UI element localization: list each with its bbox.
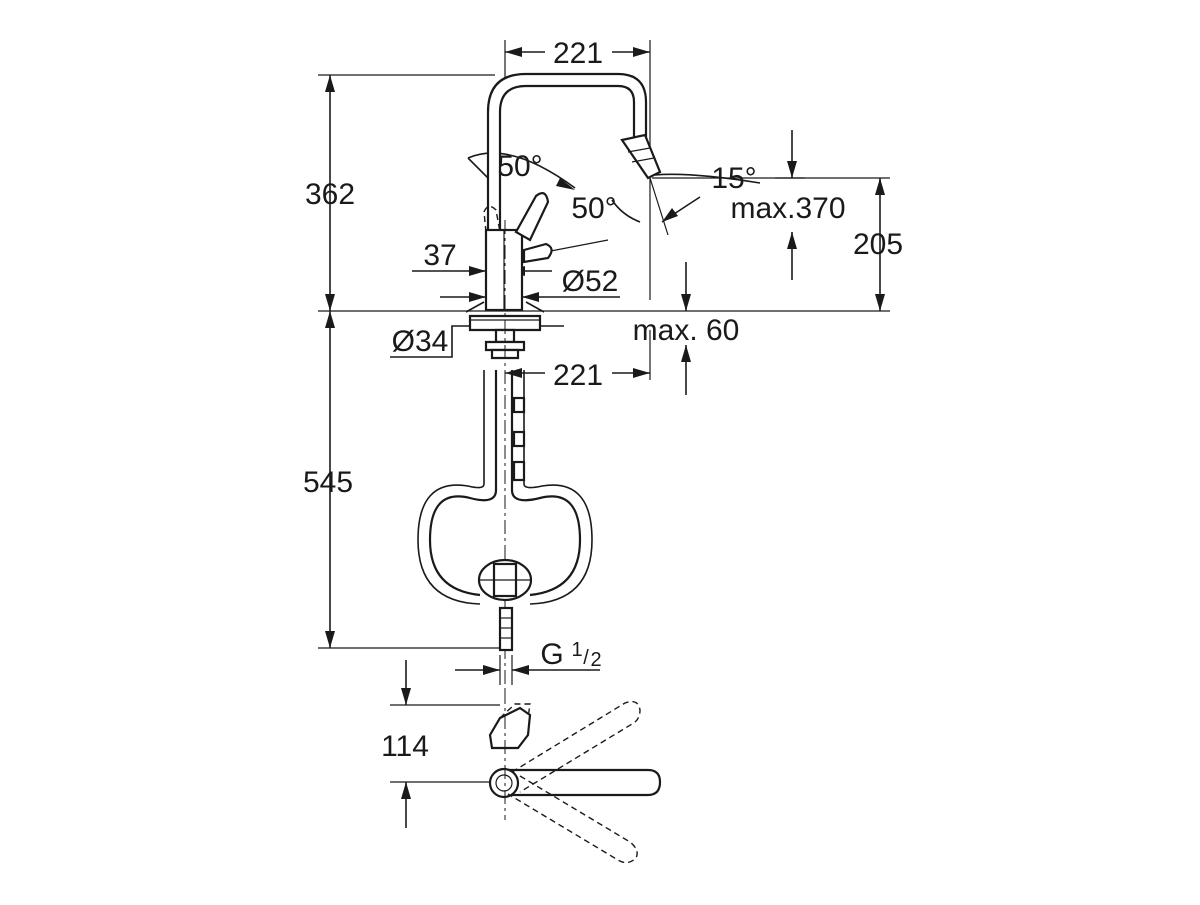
dimension-545-line (325, 311, 335, 648)
label-15: 15° (711, 162, 756, 195)
hose-weight (512, 396, 526, 414)
dimension-114-line (390, 660, 500, 828)
lever-top-view (488, 706, 532, 750)
lever-upright (514, 192, 550, 242)
spout (486, 72, 648, 244)
spout-rotation-dashed-down (507, 775, 638, 864)
label-114: 114 (381, 730, 429, 763)
label-221-bottom: 221 (553, 359, 603, 392)
dimension-max370-arrows (787, 130, 797, 280)
connection-pipe (498, 606, 514, 652)
dimension-205-line (875, 178, 885, 311)
label-thread-slash: / (583, 647, 589, 669)
label-thread-g: G (540, 638, 563, 671)
dimension-52-line (440, 292, 620, 302)
dimension-362-line (325, 75, 335, 311)
label-thread-num: 1 (571, 639, 582, 661)
label-362: 362 (305, 178, 355, 211)
spout-rotation-dashed-up (511, 700, 641, 793)
label-max60: max. 60 (633, 314, 740, 347)
label-37: 37 (423, 239, 456, 272)
label-max370: max.370 (730, 192, 845, 225)
dimension-labels: 221 362 50° 50° 15° max.370 205 37 Ø52 Ø… (303, 37, 903, 763)
spray-head (620, 133, 662, 180)
spout-top-view (506, 768, 662, 797)
label-50-top: 50° (497, 150, 542, 183)
spray-angle-marks (649, 173, 761, 236)
lever-dashed-left (483, 205, 501, 233)
label-221-top: 221 (553, 37, 603, 70)
tap-top-view (488, 690, 662, 864)
lever-side (522, 242, 553, 264)
dimension-221-bottom-line (505, 368, 650, 378)
label-205: 205 (853, 228, 903, 261)
label-thread-den: 2 (590, 649, 601, 671)
pull-out-hose (417, 370, 593, 605)
lever-angle-arc-top (467, 152, 576, 190)
dimension-max60-arrows (681, 262, 691, 395)
label-d34: Ø34 (392, 325, 449, 358)
dimension-221-top-line (505, 47, 650, 57)
label-545: 545 (303, 466, 353, 499)
label-50-side: 50° (571, 192, 616, 225)
label-d52: Ø52 (562, 265, 619, 298)
dimension-thread-line (455, 655, 600, 685)
